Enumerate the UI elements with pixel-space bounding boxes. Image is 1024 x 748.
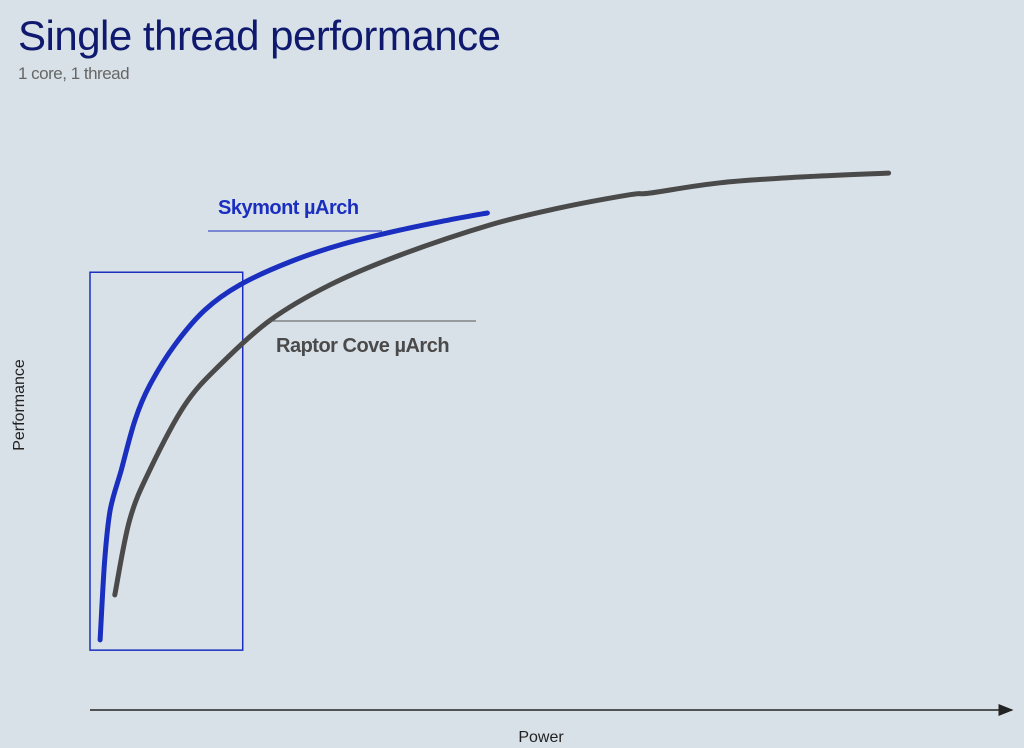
series-line-raptor-cove — [112, 170, 892, 598]
x-axis-label: Power — [518, 729, 564, 746]
highlight-box — [89, 271, 244, 651]
chart-subtitle: 1 core, 1 thread — [18, 64, 130, 83]
series-line-skymont — [97, 210, 490, 643]
y-axis-label: Performance — [11, 359, 28, 451]
skymont-label: Skymont µArch — [218, 197, 359, 219]
raptor-cove-label: Raptor Cove µArch — [276, 335, 449, 357]
chart-title: Single thread performance — [18, 12, 501, 59]
